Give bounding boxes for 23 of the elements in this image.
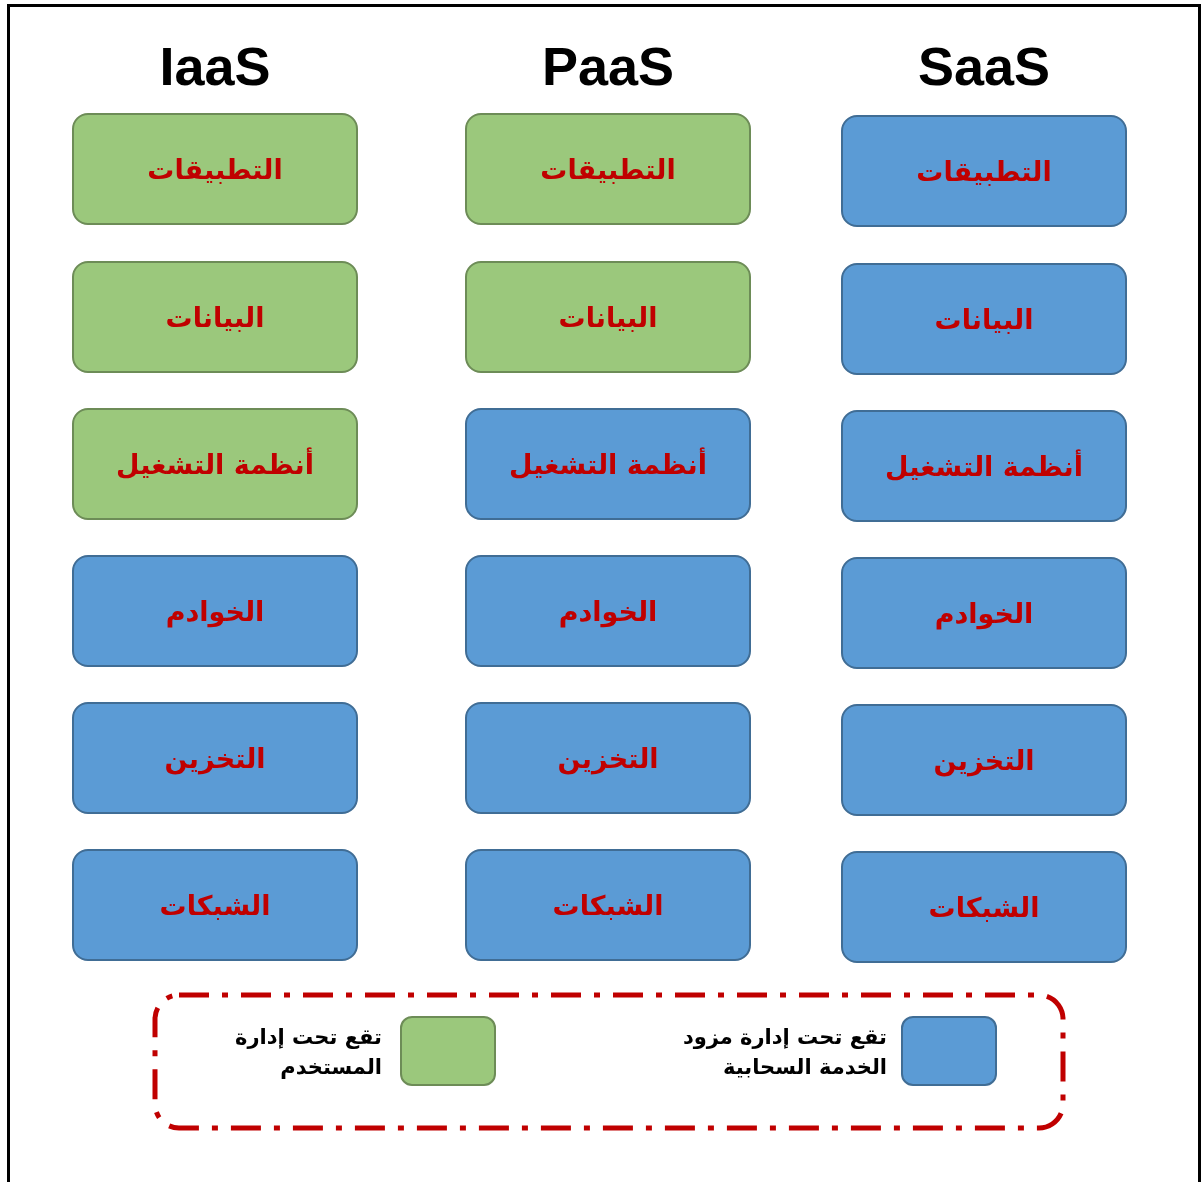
layer-box: أنظمة التشغيل (72, 408, 358, 520)
layer-box: البيانات (841, 263, 1127, 375)
layer-box: الخوادم (465, 555, 751, 667)
layer-box: أنظمة التشغيل (465, 408, 751, 520)
layer-box: الخوادم (841, 557, 1127, 669)
layer-box: البيانات (465, 261, 751, 373)
legend-text: تقع تحت إدارة مزود الخدمة السحابية (681, 1024, 887, 1081)
column-heading: PaaS (541, 36, 675, 96)
column-heading: IaaS (159, 36, 271, 96)
layer-box: التخزين (72, 702, 358, 814)
layer-box: الشبكات (72, 849, 358, 961)
layer-box: الخوادم (72, 555, 358, 667)
legend-text: تقع تحت إدارة المستخدم (234, 1024, 382, 1081)
layer-box: البيانات (72, 261, 358, 373)
layer-box: التطبيقات (841, 115, 1127, 227)
layer-box: التطبيقات (465, 113, 751, 225)
layer-box: التطبيقات (72, 113, 358, 225)
layer-box: الشبكات (841, 851, 1127, 963)
column-heading: SaaS (917, 36, 1051, 96)
layer-box: التخزين (841, 704, 1127, 816)
layer-box: التخزين (465, 702, 751, 814)
layer-box: أنظمة التشغيل (841, 410, 1127, 522)
layer-box: الشبكات (465, 849, 751, 961)
